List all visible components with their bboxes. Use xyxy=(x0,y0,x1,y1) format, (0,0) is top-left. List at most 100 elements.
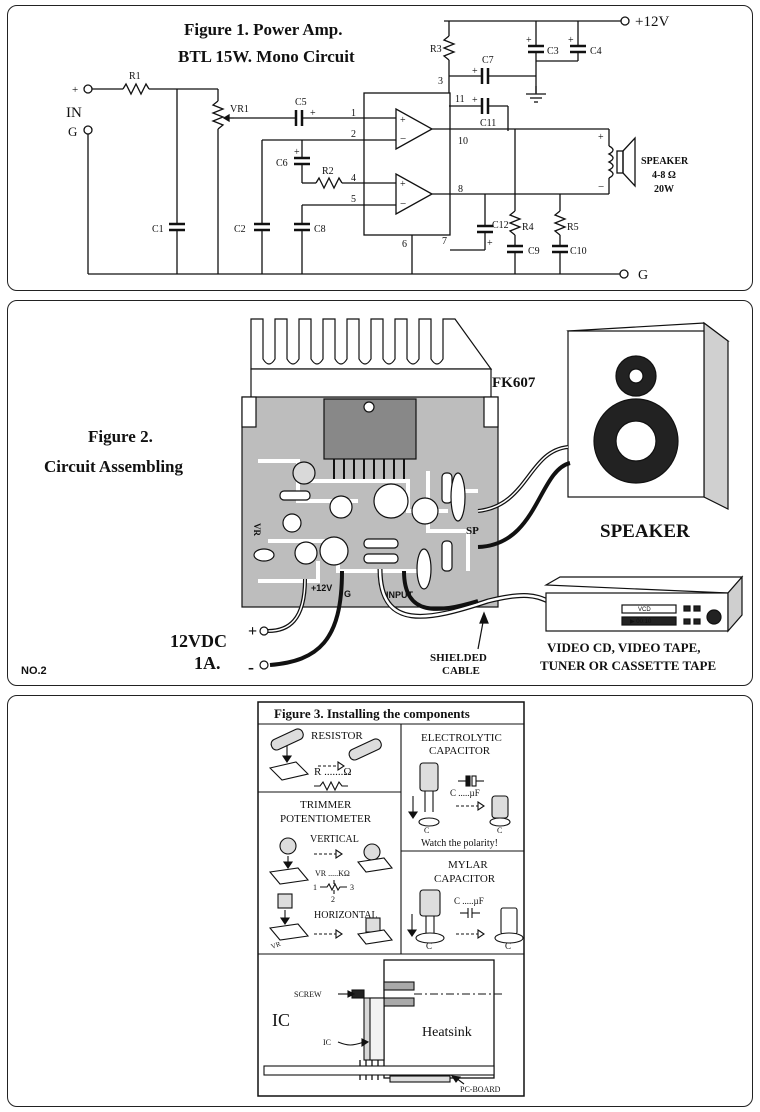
r4-resistor xyxy=(508,210,522,236)
trimmer-title-2: POTENTIOMETER xyxy=(280,813,372,825)
svg-text:+: + xyxy=(568,35,574,46)
vertical-label: VERTICAL xyxy=(310,834,359,845)
elec-title-1: ELECTROLYTIC xyxy=(421,732,502,744)
elec-value: C .....µF xyxy=(450,788,480,798)
svg-text:+: + xyxy=(400,179,406,190)
vcd-label: VCD xyxy=(638,607,651,613)
heatsink-label: Heatsink xyxy=(422,1025,472,1040)
g-in-label: G xyxy=(68,124,77,139)
figure2-title-line2: Circuit Assembling xyxy=(44,457,184,476)
input-terminal xyxy=(83,84,93,94)
pin-8: 8 xyxy=(458,184,463,195)
c5-label: C5 xyxy=(295,97,307,108)
schematic-panel: Figure 1. Power Amp. BTL 15W. Mono Circu… xyxy=(7,5,753,291)
vcd-display: ▶ 00:10 xyxy=(630,619,652,625)
board-name: FK607 xyxy=(492,375,536,391)
vcd-player xyxy=(543,575,744,633)
speaker-cabinet xyxy=(566,321,730,510)
pin-7: 7 xyxy=(442,236,447,247)
pin-10: 10 xyxy=(458,136,468,147)
shielded-label-1: SHIELDED xyxy=(430,652,487,664)
amp-2 xyxy=(395,172,434,216)
pin-3: 3 xyxy=(438,76,443,87)
speaker-magnet xyxy=(616,150,624,174)
c2-label: C2 xyxy=(234,224,246,235)
r5-resistor xyxy=(553,210,567,236)
svg-text:+: + xyxy=(294,147,300,158)
g-board-label: G xyxy=(344,589,351,599)
svg-text:C: C xyxy=(426,941,432,951)
vr-symbol xyxy=(320,882,347,892)
c6-label: C6 xyxy=(276,158,288,169)
polarity-note: Watch the polarity! xyxy=(421,838,498,849)
pin-2: 2 xyxy=(351,129,356,140)
pin-6: 6 xyxy=(402,239,407,250)
heatsink-fins xyxy=(250,318,493,402)
r5-label: R5 xyxy=(567,222,579,233)
v12-board-label: +12V xyxy=(311,583,332,593)
c12-label: C12 xyxy=(492,220,509,231)
mylar-title-2: CAPACITOR xyxy=(434,873,496,885)
resistor-title: RESISTOR xyxy=(311,730,363,742)
r1-resistor xyxy=(122,82,150,96)
r3-resistor xyxy=(442,35,456,61)
svg-text:2: 2 xyxy=(331,895,335,904)
c8-label: C8 xyxy=(314,224,326,235)
elec-title-2: CAPACITOR xyxy=(429,745,491,757)
svg-text:−: − xyxy=(598,181,604,193)
svg-text:VR: VR xyxy=(270,940,282,951)
svg-text:+: + xyxy=(310,108,316,119)
ic-small-label: IC xyxy=(323,1038,331,1047)
screw-label: SCREW xyxy=(294,990,322,999)
c11-label: C11 xyxy=(480,118,496,129)
mylar-value: C .....µF xyxy=(454,896,484,906)
sp-label: SP xyxy=(466,525,479,537)
pin-5: 5 xyxy=(351,194,356,205)
svg-text:3: 3 xyxy=(350,883,354,892)
svg-text:1: 1 xyxy=(313,883,317,892)
circuit-assembly-diagram: Figure 2. Circuit Assembling FK607 xyxy=(21,318,744,677)
r1-label: R1 xyxy=(129,71,141,82)
vr-value: VR .....KΩ xyxy=(315,869,350,878)
svg-text:C: C xyxy=(505,941,511,951)
ic-big-label: IC xyxy=(272,1010,290,1030)
c10-label: C10 xyxy=(570,246,587,257)
speaker-title: SPEAKER xyxy=(600,521,690,542)
svg-text:+: + xyxy=(472,66,478,77)
figure1-title-line1: Figure 1. Power Amp. xyxy=(184,20,343,39)
pin-11: 11 xyxy=(455,94,465,105)
ic-heatsink-drawing xyxy=(263,959,504,1085)
figure1-title-line2: BTL 15W. Mono Circuit xyxy=(178,47,355,66)
page-number: NO.2 xyxy=(21,665,47,677)
electrolytic-drawing xyxy=(407,762,511,827)
resistor-drawing xyxy=(268,728,382,781)
speaker-label: SPEAKER xyxy=(641,156,689,167)
trimmer-title-1: TRIMMER xyxy=(300,799,352,811)
speaker-wire-2 xyxy=(477,461,571,549)
ic-body xyxy=(363,92,451,236)
source-label-1: VIDEO CD, VIDEO TAPE, xyxy=(547,640,701,655)
amp-1 xyxy=(395,107,434,151)
svg-text:+: + xyxy=(472,95,478,106)
svg-text:+: + xyxy=(526,35,532,46)
svg-text:+: + xyxy=(72,84,78,96)
c3-label: C3 xyxy=(547,46,559,57)
minus-terminal xyxy=(259,660,269,670)
elec-c-left: C xyxy=(424,826,429,835)
trimmer-horizontal-drawing xyxy=(268,893,394,945)
supply-label: +12V xyxy=(635,14,669,30)
c7-label: C7 xyxy=(482,55,494,66)
r2-label: R2 xyxy=(322,166,334,177)
power-wire-minus xyxy=(269,570,344,667)
plus-terminal xyxy=(259,626,269,636)
assembly-panel: Figure 2. Circuit Assembling FK607 xyxy=(7,300,753,686)
svg-text:−: − xyxy=(400,133,406,145)
speaker-power: 20W xyxy=(654,184,674,195)
figure3-title: Figure 3. Installing the components xyxy=(274,706,470,721)
c1-label: C1 xyxy=(152,224,164,235)
r2-resistor xyxy=(315,176,343,190)
horizontal-label: HORIZONTAL xyxy=(314,910,378,921)
svg-text:+: + xyxy=(487,238,493,249)
input-ground-terminal xyxy=(83,125,93,135)
pin-1: 1 xyxy=(351,108,356,119)
